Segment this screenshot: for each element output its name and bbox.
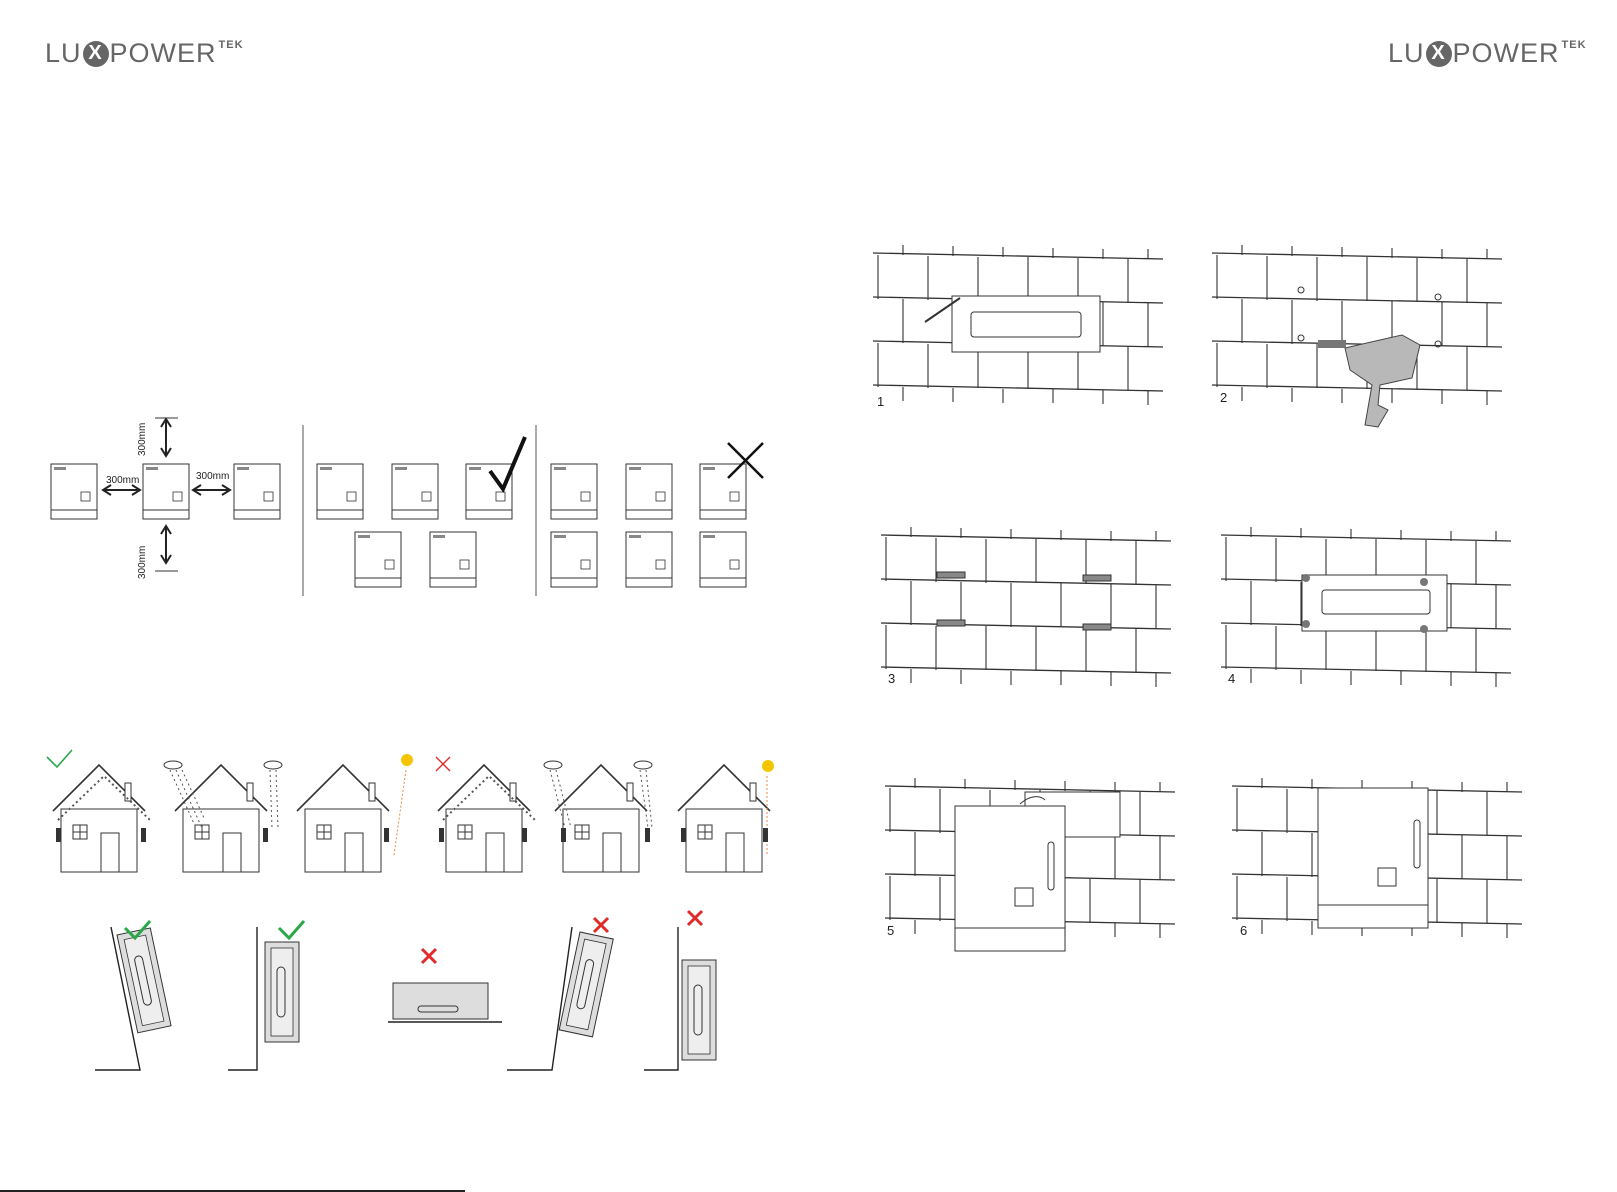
step-4: 4 bbox=[1221, 527, 1511, 687]
cross-icon bbox=[436, 757, 450, 771]
check-icon bbox=[490, 437, 525, 489]
clearance-right-label: 300mm bbox=[196, 471, 229, 482]
step-6: 6 bbox=[1232, 778, 1522, 938]
sun-icon bbox=[401, 754, 413, 766]
clearance-diagram: 300mm 300mm 300mm 300mm bbox=[51, 418, 280, 579]
step-3-label: 3 bbox=[888, 671, 895, 686]
step-5: 5 bbox=[885, 778, 1175, 951]
clearance-top-label: 300mm bbox=[137, 423, 148, 456]
step-1: 1 bbox=[873, 245, 1163, 409]
step-2-label: 2 bbox=[1220, 390, 1227, 405]
step-5-label: 5 bbox=[887, 923, 894, 938]
environment-houses bbox=[47, 750, 774, 872]
step-6-label: 6 bbox=[1240, 923, 1247, 938]
step-1-label: 1 bbox=[877, 394, 884, 409]
drill-icon bbox=[1318, 335, 1420, 427]
mounting-orientation bbox=[95, 911, 716, 1070]
step-2: 2 bbox=[1212, 245, 1502, 427]
stacked-installation-wrong bbox=[551, 443, 763, 587]
rain-icon bbox=[164, 761, 182, 769]
check-icon bbox=[47, 750, 72, 767]
step-4-label: 4 bbox=[1228, 671, 1235, 686]
staggered-installation-correct bbox=[317, 437, 525, 587]
clearance-left-label: 300mm bbox=[106, 475, 139, 486]
step-3: 3 bbox=[881, 527, 1171, 687]
cross-icon bbox=[422, 949, 436, 963]
clearance-bottom-label: 300mm bbox=[137, 546, 148, 579]
